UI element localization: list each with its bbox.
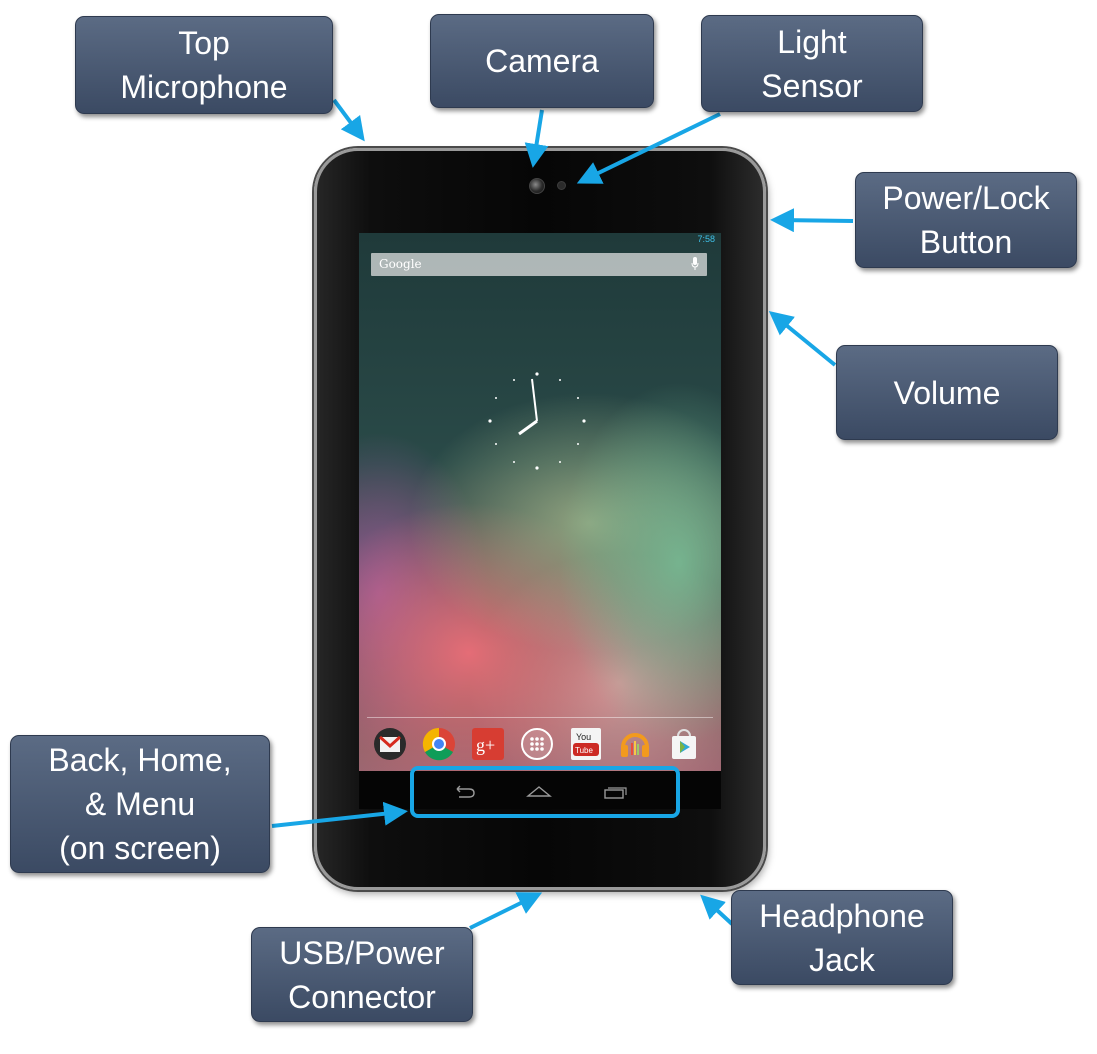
microphone-icon[interactable] bbox=[691, 257, 699, 271]
back-icon[interactable] bbox=[449, 785, 477, 799]
headphone-arrow bbox=[700, 894, 734, 926]
light-sensor bbox=[557, 181, 566, 190]
navigation-bar bbox=[359, 771, 721, 809]
power-lock-arrow bbox=[770, 208, 854, 233]
dock-divider bbox=[367, 717, 713, 718]
top-microphone-arrow bbox=[332, 98, 365, 142]
back-home-menu-arrow bbox=[271, 801, 408, 828]
status-time: 7:58 bbox=[697, 234, 715, 244]
usb-power-callout: USB/Power Connector bbox=[251, 927, 473, 1022]
camera-callout: Camera bbox=[430, 14, 654, 108]
power-lock-callout: Power/Lock Button bbox=[855, 172, 1077, 268]
recent-apps-icon[interactable] bbox=[601, 785, 629, 799]
usb-power-arrow bbox=[469, 892, 543, 930]
camera-lens bbox=[529, 178, 545, 194]
svg-text:g+: g+ bbox=[476, 735, 495, 755]
nav-buttons-highlight bbox=[410, 766, 680, 818]
play-store-icon[interactable] bbox=[667, 727, 701, 761]
status-bar: 7:58 bbox=[359, 233, 721, 247]
home-icon[interactable] bbox=[525, 785, 553, 799]
search-label: Google bbox=[379, 257, 422, 271]
app-drawer-icon[interactable] bbox=[520, 727, 554, 761]
back-home-menu-callout: Back, Home, & Menu (on screen) bbox=[10, 735, 270, 873]
google-search-bar[interactable]: Google bbox=[371, 253, 707, 276]
camera-arrow bbox=[524, 109, 549, 168]
volume-callout: Volume bbox=[836, 345, 1058, 440]
chrome-icon[interactable] bbox=[422, 727, 456, 761]
svg-text:Tube: Tube bbox=[575, 746, 593, 755]
svg-text:You: You bbox=[576, 732, 591, 742]
play-music-icon[interactable] bbox=[618, 727, 652, 761]
gmail-icon[interactable] bbox=[373, 727, 407, 761]
tablet-screen: 7:58 Google bbox=[359, 233, 721, 809]
headphone-callout: Headphone Jack bbox=[731, 890, 953, 985]
top-microphone-callout: Top Microphone bbox=[75, 16, 333, 114]
google-plus-icon[interactable]: g+ bbox=[471, 727, 505, 761]
youtube-icon[interactable]: You Tube bbox=[569, 727, 603, 761]
analog-clock-icon[interactable] bbox=[487, 371, 587, 471]
light-sensor-arrow bbox=[576, 112, 721, 184]
app-dock: g+ You Tube bbox=[373, 727, 713, 763]
light-sensor-callout: Light Sensor bbox=[701, 15, 923, 112]
volume-arrow bbox=[768, 310, 837, 367]
